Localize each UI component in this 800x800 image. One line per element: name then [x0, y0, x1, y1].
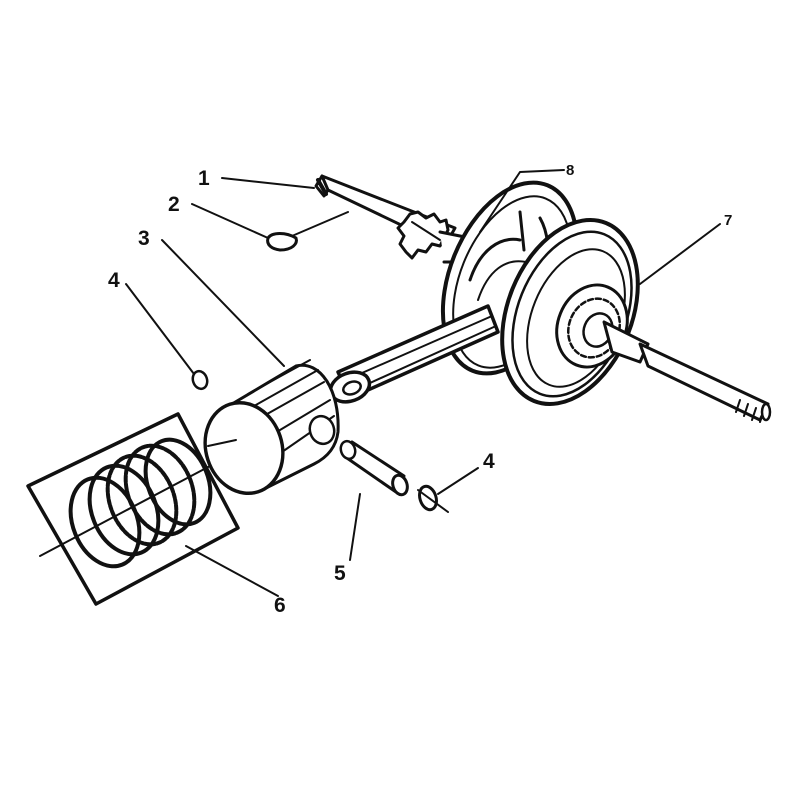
- callout-5: 5: [334, 562, 346, 585]
- woodruff-key: [266, 232, 298, 252]
- callout-2: 2: [168, 193, 180, 216]
- callout-3: 3: [138, 227, 150, 250]
- right-shaft: [602, 320, 772, 423]
- callout-4-right: 4: [483, 450, 495, 473]
- leader-lines: [125, 169, 721, 597]
- piston-pin: [339, 439, 409, 497]
- callout-1: 1: [198, 167, 210, 190]
- callout-8: 8: [566, 162, 574, 179]
- callout-4-left: 4: [108, 269, 120, 292]
- callout-7: 7: [724, 212, 732, 229]
- circlip-right: [417, 484, 449, 513]
- piston: [203, 359, 340, 496]
- callout-6: 6: [274, 594, 286, 617]
- connecting-rod: [328, 304, 500, 404]
- piston-ring-set: [26, 412, 240, 606]
- left-shaft: [314, 174, 480, 264]
- circlip-left: [191, 369, 209, 391]
